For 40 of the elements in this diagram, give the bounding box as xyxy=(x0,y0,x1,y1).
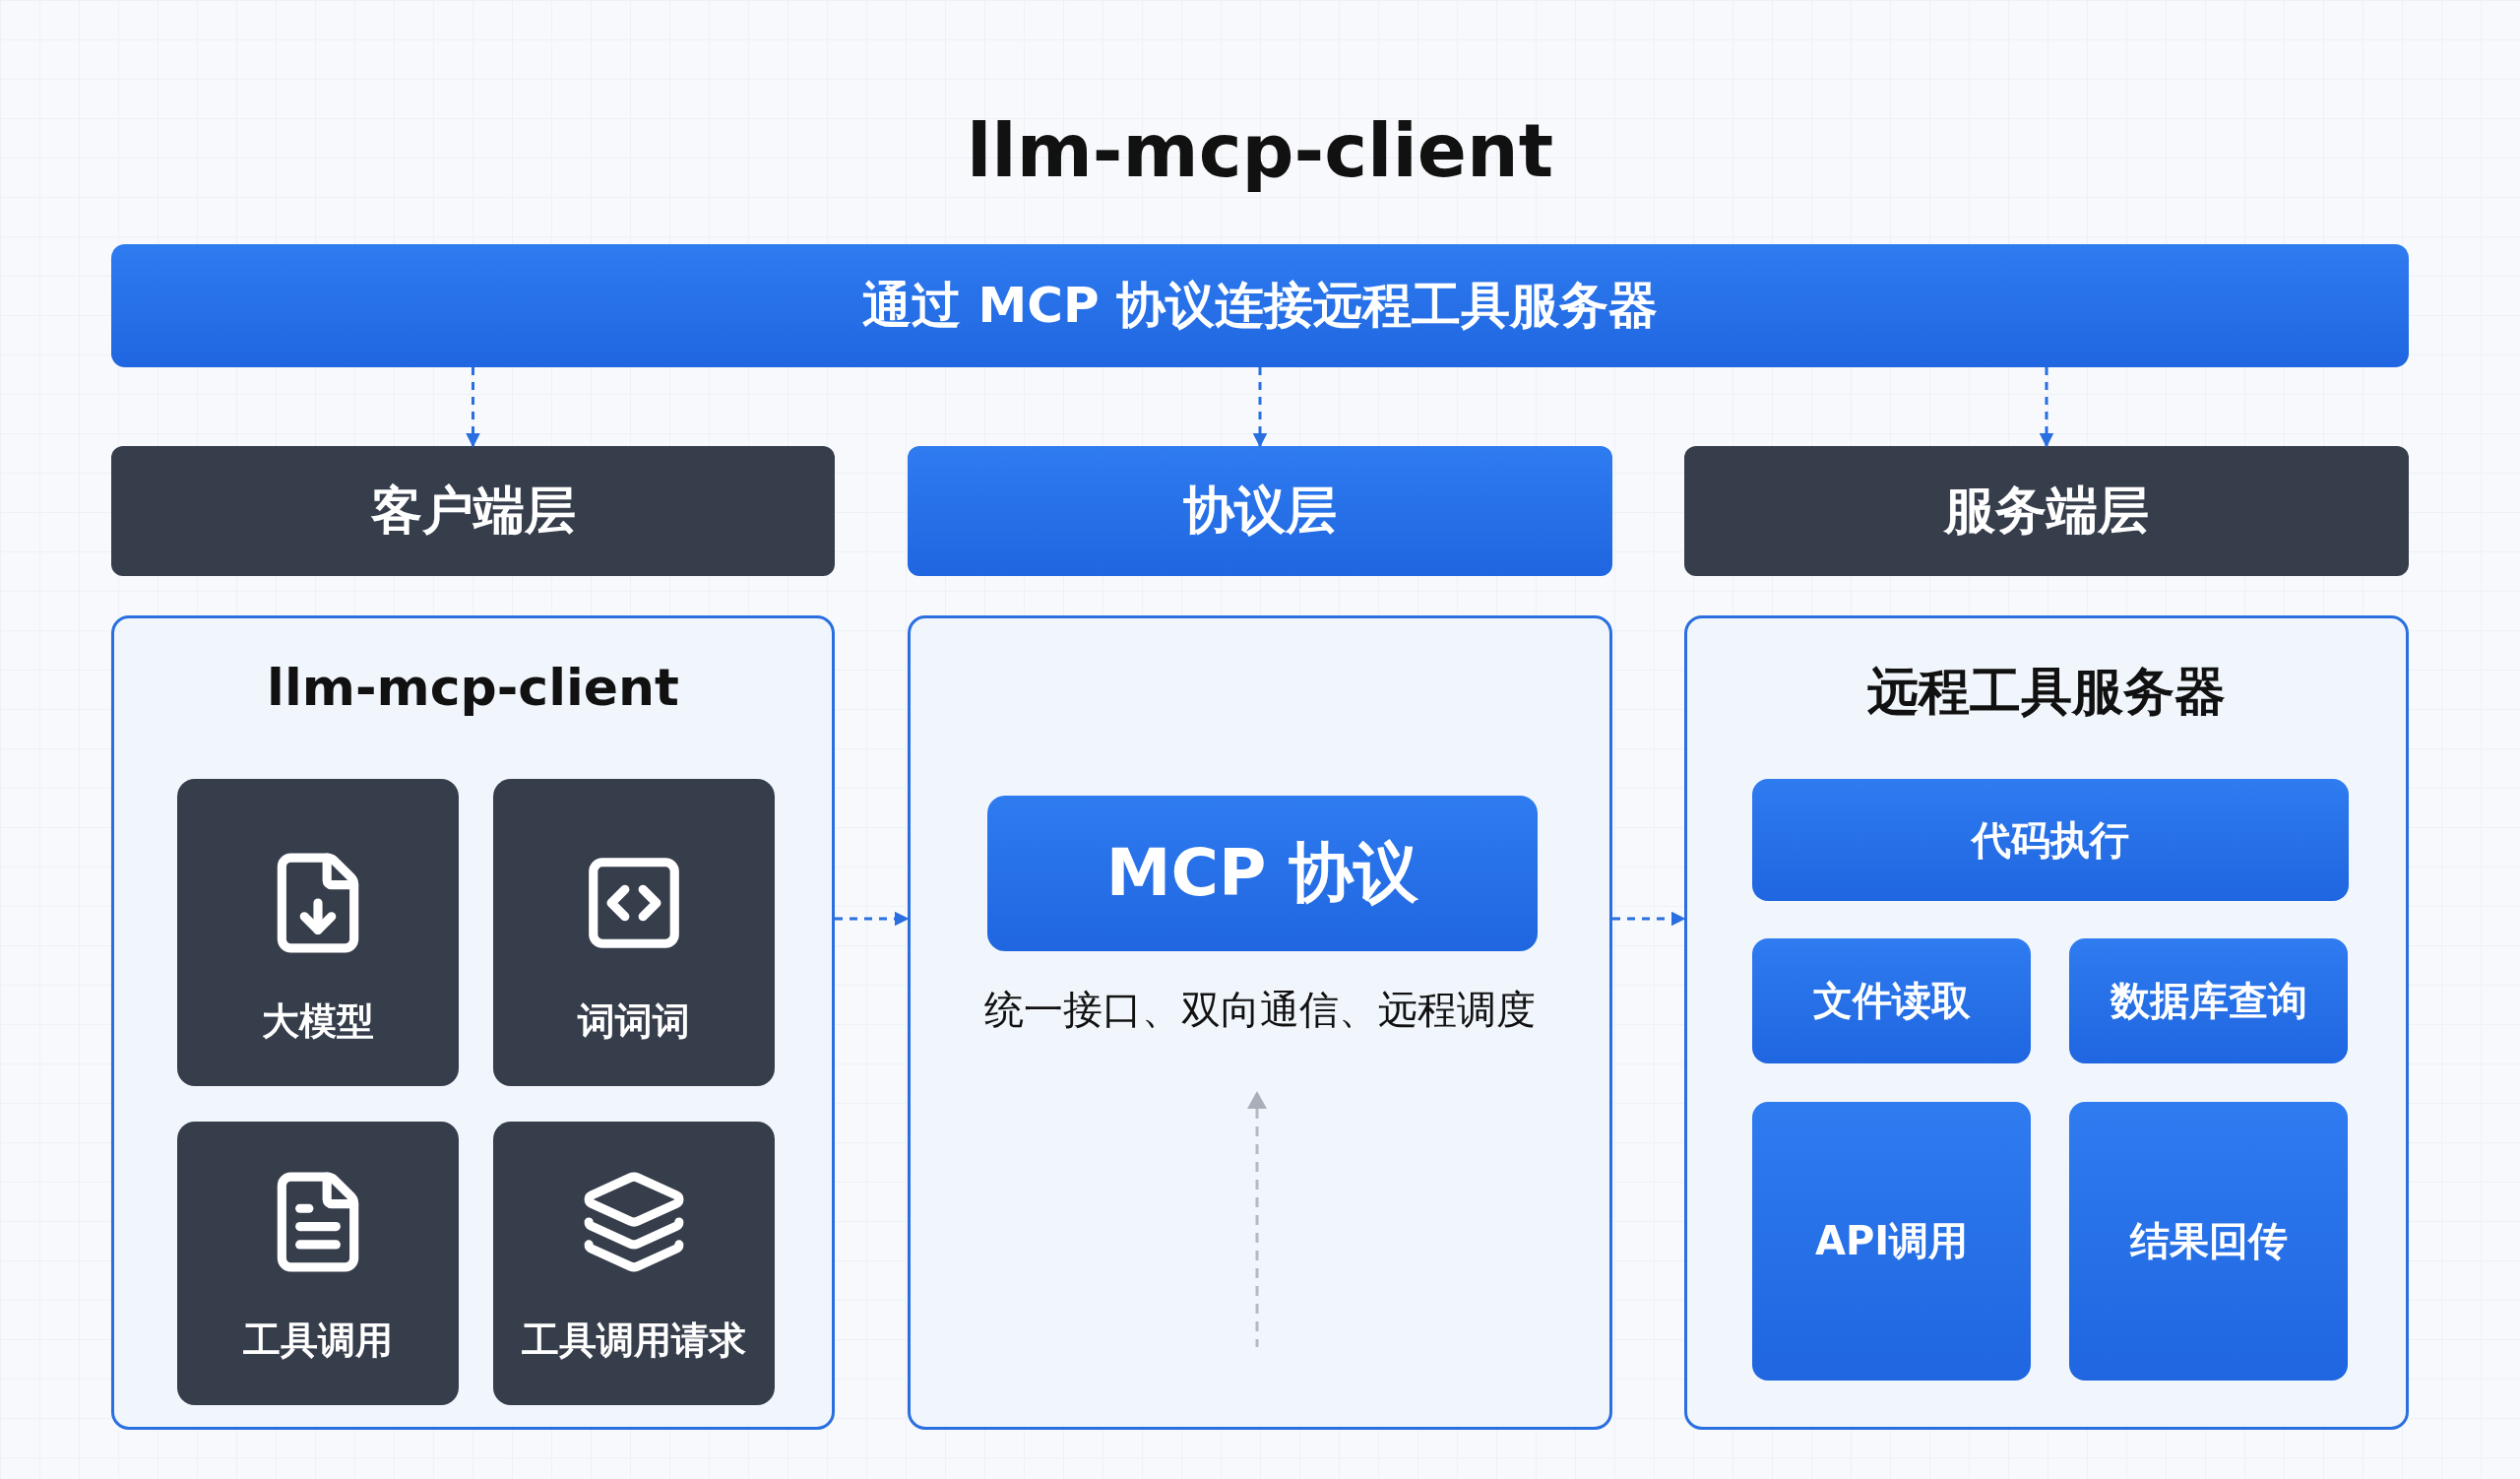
banner xyxy=(111,244,2409,367)
protocol-box xyxy=(987,796,1538,951)
function-box xyxy=(2069,938,2348,1063)
layer-panel xyxy=(908,615,1612,1430)
layer-header xyxy=(908,446,1612,576)
arrow xyxy=(1252,367,1268,448)
feature-tile xyxy=(493,1122,775,1405)
node-label: 工具调用请求 xyxy=(522,1318,746,1364)
arrow xyxy=(1612,911,1686,927)
panel-heading: 远程工具服务器 xyxy=(1866,661,2227,723)
node-label: 结果回传 xyxy=(2129,1217,2288,1265)
node-label: 服务端层 xyxy=(1944,480,2149,542)
diagram-title: llm-mcp-client xyxy=(966,108,1553,193)
layer-header xyxy=(111,446,835,576)
arrow xyxy=(2039,367,2054,448)
node-label: 通过 MCP 协议连接远程工具服务器 xyxy=(862,276,1658,336)
node-label: 工具调用 xyxy=(243,1318,393,1364)
feature-tile xyxy=(177,779,459,1086)
panel-heading: llm-mcp-client xyxy=(266,658,680,717)
node-label: 客户端层 xyxy=(370,480,576,542)
node-label: 大模型 xyxy=(262,998,374,1045)
node-label: MCP 协议 xyxy=(1105,834,1419,913)
function-box xyxy=(2069,1102,2348,1381)
function-box xyxy=(1752,1102,2031,1381)
node-label: 文件读取 xyxy=(1812,977,1971,1025)
layer-panel xyxy=(111,615,835,1430)
node-label: 协议层 xyxy=(1183,480,1337,542)
node-label: 代码执行 xyxy=(1972,815,2129,865)
description-text: 统一接口、双向通信、远程调度 xyxy=(983,986,1537,1034)
function-box xyxy=(1752,938,2031,1063)
node-label: 词词词 xyxy=(578,998,690,1045)
node-label: 数据库查询 xyxy=(2110,977,2307,1025)
feature-tile xyxy=(493,779,775,1086)
layer-header xyxy=(1684,446,2409,576)
function-box xyxy=(1752,779,2349,901)
layer-panel xyxy=(1684,615,2409,1430)
node-label: API调用 xyxy=(1814,1217,1969,1265)
feature-tile xyxy=(177,1122,459,1405)
arrow xyxy=(835,911,910,927)
arrow xyxy=(466,367,480,448)
